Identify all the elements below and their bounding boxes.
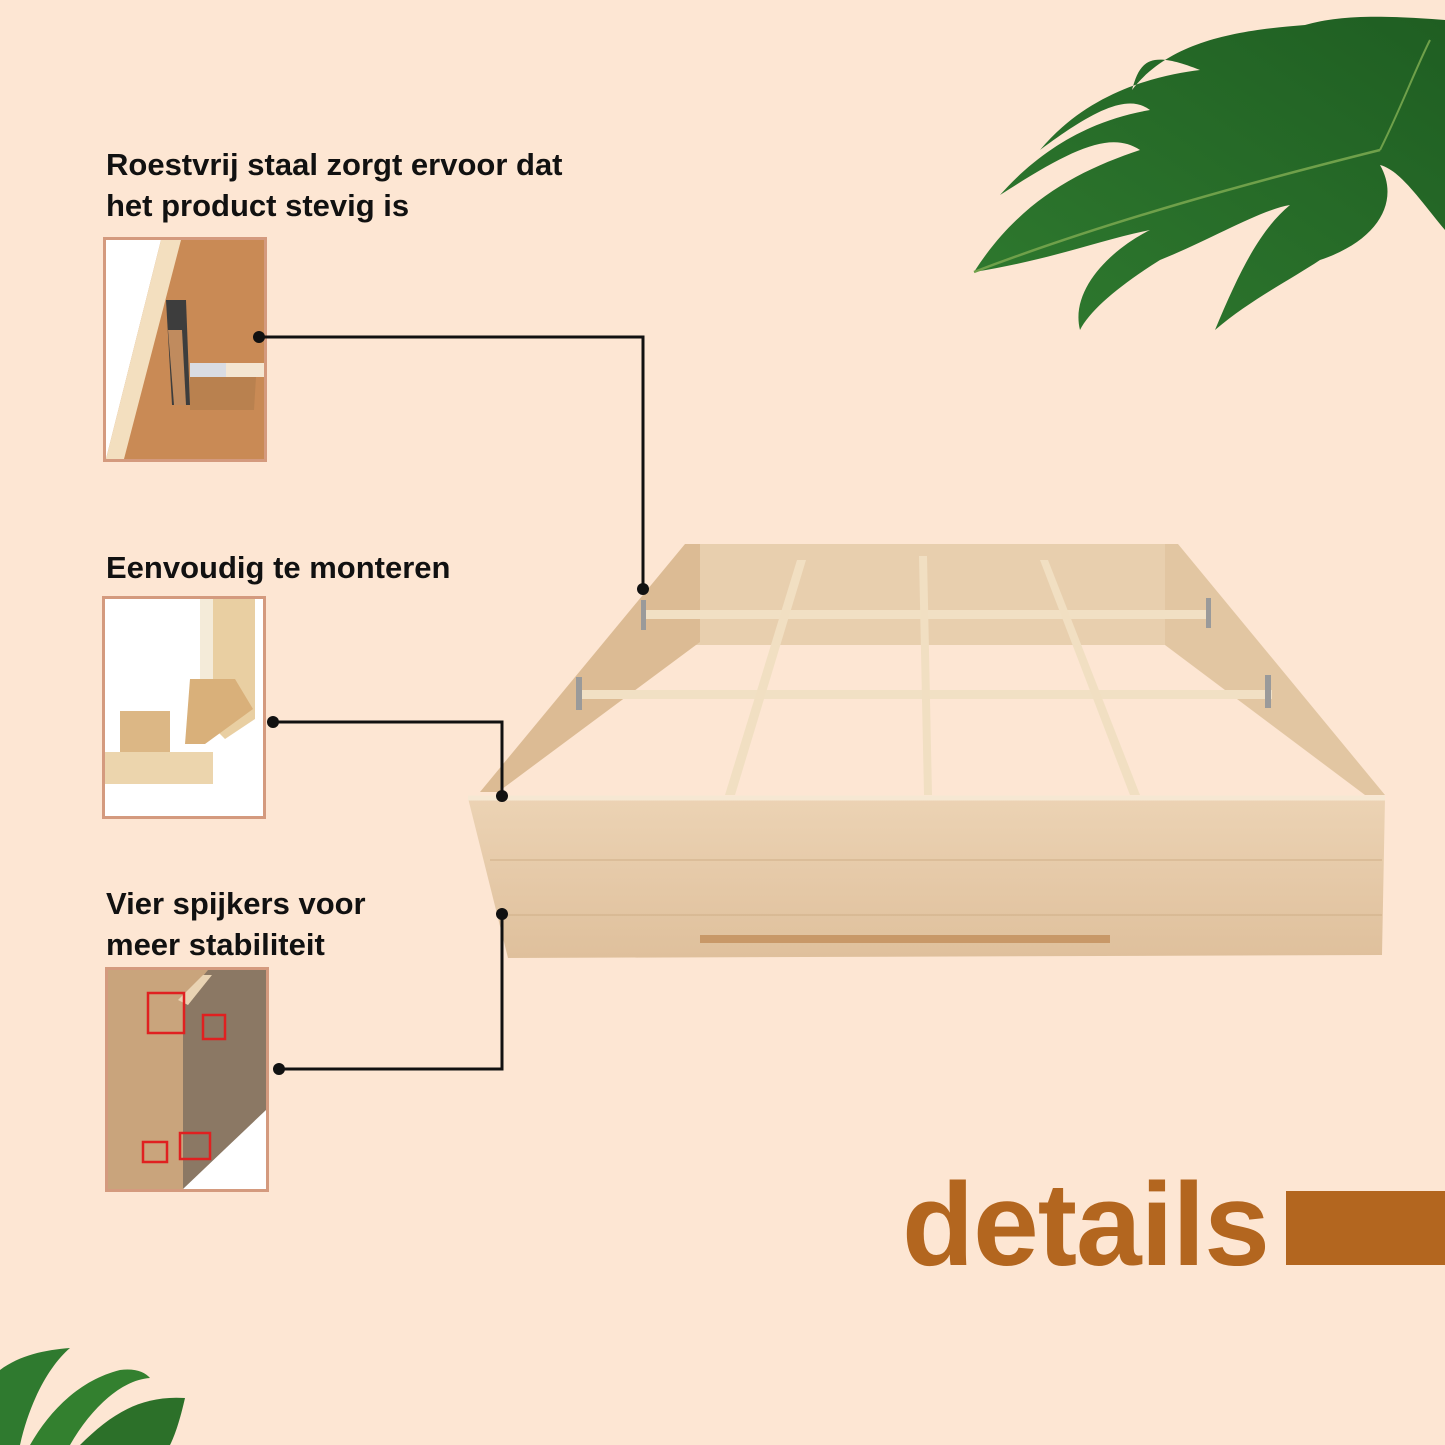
feature-title-stainless-steel: Roestvrij staal zorgt ervoor dat het pro… bbox=[106, 147, 563, 223]
bracket-closeup-image bbox=[106, 240, 264, 459]
nails-closeup-image bbox=[108, 970, 266, 1189]
feature-title-easy-assembly: Eenvoudig te monteren bbox=[106, 550, 451, 585]
connector-dot bbox=[267, 716, 279, 728]
details-heading: details bbox=[902, 1159, 1270, 1291]
monstera-leaf-small-icon bbox=[0, 1348, 185, 1445]
connector-dot bbox=[273, 1063, 285, 1075]
thumbnail-stainless-steel-bracket bbox=[103, 237, 267, 462]
product-image-raised-garden-bed bbox=[468, 544, 1385, 958]
accent-bar bbox=[1286, 1191, 1445, 1265]
thumbnail-wood-joint bbox=[102, 596, 266, 819]
joint-closeup-image bbox=[105, 599, 263, 816]
feature-title-four-nails: Vier spijkers voor meer stabiliteit bbox=[106, 886, 366, 962]
monstera-leaf-icon bbox=[973, 16, 1445, 330]
thumbnail-corner-nails bbox=[105, 967, 269, 1192]
